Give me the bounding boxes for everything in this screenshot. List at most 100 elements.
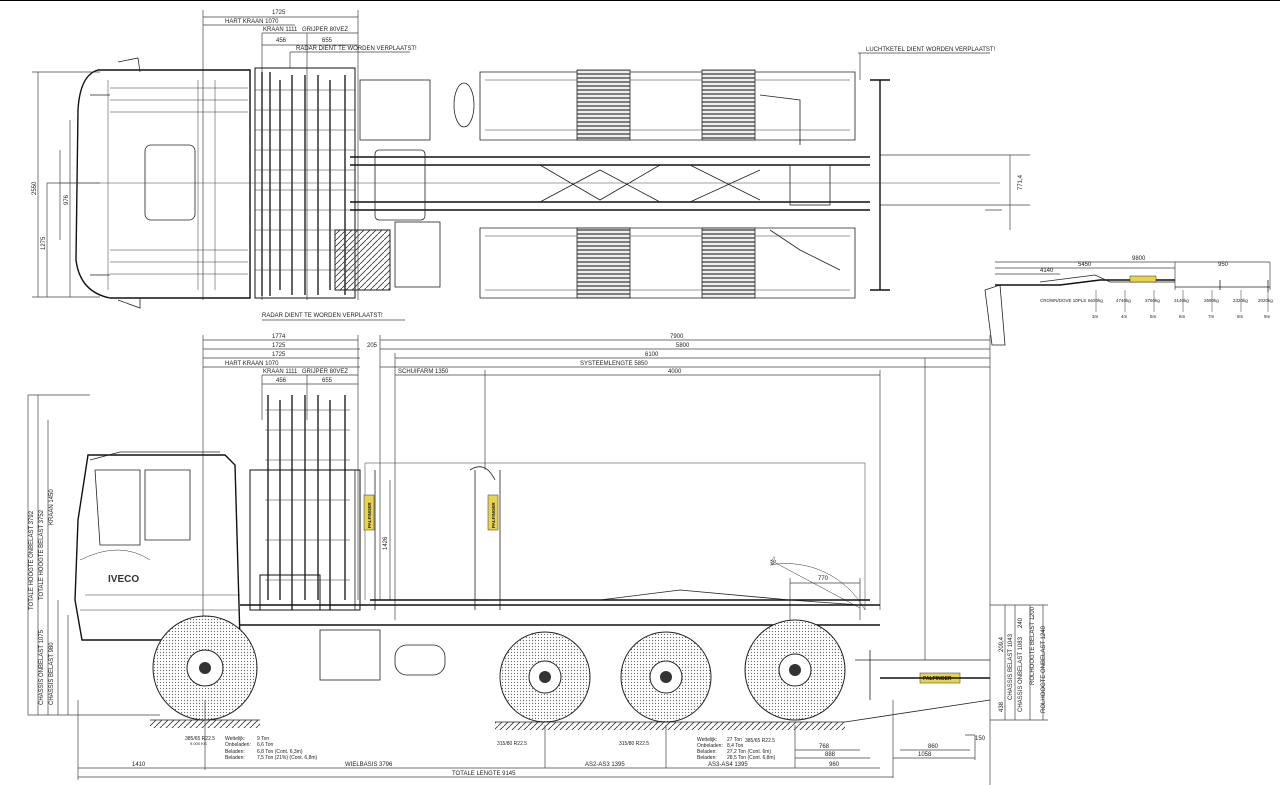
side-dimensions: 1774 1725 1725 HART KRAAN 1070 KRAAN 111… — [202, 334, 991, 785]
overhang-front: 1410 — [132, 762, 146, 768]
dim-771: 771,4 — [1018, 174, 1024, 190]
load-value: 27,2 Ton (Cont. 6m) — [727, 749, 771, 755]
rear-axle-loads: Wettelijk: 27 Ton Onbeladen: 8,4 Ton Bel… — [697, 737, 776, 761]
tyre-axle-2: 315/80 R22.5 — [497, 741, 527, 747]
dim-7900: 7900 — [670, 334, 684, 340]
load-label: Onbeladen: — [697, 743, 723, 749]
dim-438: 438 — [999, 701, 1005, 712]
side-dim-655: 655 — [322, 378, 333, 384]
load-value: 27 Ton — [727, 737, 742, 743]
reach-c: 950 — [1218, 262, 1229, 268]
dist-3: 6m — [1179, 314, 1186, 319]
dim-6100: 6100 — [645, 352, 659, 358]
dim-768: 768 — [819, 744, 830, 750]
radar-note-top: RADAR DIENT TE WORDEN VERPLAATST! — [296, 46, 417, 52]
dim-960: 960 — [829, 762, 840, 768]
side-view: 1774 1725 1725 HART KRAAN 1070 KRAAN 111… — [27, 334, 1048, 785]
load-1: 4740kg — [1116, 298, 1131, 303]
wielbasis: WIELBASIS 3796 — [345, 762, 393, 768]
reach-a: 5450 — [1078, 262, 1092, 268]
cab-top — [75, 57, 251, 309]
dim-1774: 1774 — [272, 334, 286, 340]
cab-side: IVECO — [74, 451, 361, 641]
load-0: 6620kg — [1088, 298, 1103, 303]
dim-655: 655 — [322, 38, 333, 44]
side-kraan: KRAAN 1111 — [263, 369, 298, 375]
height-label-4: CHASSIS BELAST 980 — [49, 642, 55, 705]
load-value: 7,5 Ton (21%) (Cont. 6,8m) — [257, 755, 318, 761]
hart-kraan-label: HART KRAAN 1070 — [225, 19, 279, 25]
luchtketel-note: LUCHTKETEL DIENT WORDEN VERPLAATST! — [866, 47, 996, 53]
right-height-3: ROLHOOGTE ONBELAST 1240 — [1041, 625, 1047, 713]
load-4: 2690kg — [1204, 298, 1219, 303]
dist-2: 5m — [1150, 314, 1157, 319]
right-height-2: ROLHOOGTE BELAST 1200 — [1030, 606, 1036, 685]
dim-4000: 4000 — [668, 369, 682, 375]
grijper-label: GRIJPER 80VEZ — [302, 27, 348, 33]
tyre-axle-4: 385/65 R22.5 — [745, 738, 775, 744]
load-6: 2020kg — [1258, 298, 1273, 303]
iveco-logo: IVECO — [108, 574, 139, 585]
front-axle-loads: Wettelijk: 9 Ton Onbeladen: 6,6 Ton Bela… — [225, 736, 318, 761]
load-label: Beladen: — [225, 749, 245, 755]
dim-1725a: 1725 — [272, 343, 286, 349]
right-height-1: CHASSIS ONBELAST 1083 — [1018, 636, 1024, 712]
right-height-0: CHASSIS BELAST 1043 — [1008, 633, 1014, 700]
palfinger-label-1: PALFINGER — [367, 502, 372, 528]
crane-load-diagram: 9800 5450 4140 950 CROWN/DOVE 10PLS 6620… — [984, 256, 1273, 346]
dim-150: 150 — [975, 736, 986, 742]
load-value: 28,5 Ton (Cont. 6,8m) — [727, 755, 776, 761]
dim-1426: 1426 — [383, 536, 389, 550]
crane-model: CROWN/DOVE 10PLS — [1040, 298, 1086, 303]
half-1275: 1275 — [41, 236, 47, 250]
load-label: Beladen: — [697, 749, 717, 755]
systeemlengte: SYSTEEMLENGTE 5850 — [580, 361, 648, 367]
bottom-dimensions: 1410 WIELBASIS 3796 TOTALE LENGTE 9145 A… — [77, 700, 986, 780]
load-value: 6,6 Ton — [257, 742, 274, 748]
wheels — [152, 615, 846, 723]
right-height-dims: CHASSIS BELAST 1043 CHASSIS ONBELAST 108… — [990, 604, 1048, 721]
load-5: 2320kg — [1233, 298, 1248, 303]
as2-as3: AS2-AS3 1395 — [585, 762, 625, 768]
as3-as4: AS3-AS4 1395 — [708, 762, 748, 768]
kraan-label: KRAAN 1111 — [263, 27, 298, 33]
load-value: 6,8 Ton (Cont. 6,3m) — [257, 749, 303, 755]
load-3: 3140kg — [1174, 298, 1189, 303]
angle-45: 45° — [770, 556, 780, 567]
width-2550: 2550 — [32, 181, 38, 195]
load-label: Beladen: — [697, 755, 717, 761]
load-value: 8,4 Ton — [727, 743, 744, 749]
dim-205: 205 — [367, 343, 378, 349]
radar-note-bottom: RADAR DIENT TE WORDEN VERPLAATST! — [262, 313, 383, 319]
load-label: Beladen: — [225, 755, 245, 761]
reach-total: 9800 — [1132, 256, 1146, 262]
height-label-1: TOTALE HOOGTE BELAST 3752 — [39, 509, 45, 600]
tyre-axle-3: 315/80 R22.5 — [619, 741, 649, 747]
load-label: Wettelijk: — [697, 737, 717, 743]
height-label-3: CHASSIS ONBELAST 1075 — [39, 629, 45, 705]
palfinger-label-2: PALFINGER — [491, 502, 496, 528]
dim-240: 240 — [1018, 617, 1024, 628]
load-markers: 6620kg 4740kg 3760kg 3140kg 2690kg 2320k… — [1088, 290, 1273, 319]
dim-1058: 1058 — [918, 752, 932, 758]
axle-info: 385/65 R22.5 9.000 KG 315/80 R22.5 315/8… — [185, 736, 776, 761]
load-label: Wettelijk: — [225, 736, 245, 742]
schuifarm: SCHUIFARM 1350 — [398, 369, 449, 375]
side-dim-456: 456 — [276, 378, 287, 384]
dist-6: 9m — [1264, 314, 1271, 319]
dim-456: 456 — [276, 38, 287, 44]
left-height-dims: TOTALE HOOGTE ONBELAST 3792 TOTALE HOOGT… — [27, 394, 160, 716]
height-label-2: KRAAN 1450 — [49, 489, 55, 525]
chassis-side: PALFINGER — [240, 589, 990, 700]
dim-888: 888 — [825, 752, 836, 758]
load-value: 9 Ton — [257, 736, 269, 742]
tyre-front: 385/65 R22.5 — [185, 736, 215, 742]
top-view: 1725 HART KRAAN 1070 KRAAN 1111 GRIJPER … — [32, 10, 1030, 321]
dist-5: 8m — [1237, 314, 1244, 319]
dim-860: 860 — [928, 744, 939, 750]
dim-770: 770 — [818, 576, 829, 582]
load-2: 3760kg — [1145, 298, 1160, 303]
load-label: Onbeladen: — [225, 742, 251, 748]
totale-lengte: TOTALE LENGTE 9145 — [452, 771, 516, 777]
